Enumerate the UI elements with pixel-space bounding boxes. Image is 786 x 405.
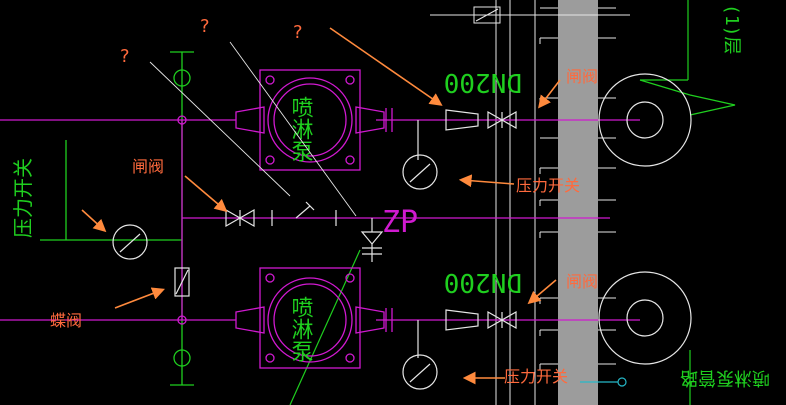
pressure-switch-vertical-label: 压力开关 bbox=[11, 158, 35, 238]
left-butterfly-valve bbox=[174, 267, 190, 297]
arrow-gate-top bbox=[538, 79, 561, 109]
green-right-structures bbox=[289, 0, 736, 405]
gate-valve-bottom-right-label: 闸阀 bbox=[566, 272, 598, 291]
gate-valve-top-right-label: 闸阀 bbox=[566, 67, 598, 86]
pump-top bbox=[235, 69, 393, 171]
arrow-butterfly bbox=[114, 287, 165, 309]
pressure-switch-bottom-label: 压力开关 bbox=[504, 367, 568, 386]
arrow-q3 bbox=[329, 27, 443, 106]
question-mark-2: ? bbox=[200, 16, 210, 37]
top-outlet-valves bbox=[402, 109, 517, 190]
pump-bottom-label: 喷淋泵 bbox=[288, 296, 314, 362]
question-mark-3: ? bbox=[293, 22, 303, 43]
annotation-arrows bbox=[81, 27, 561, 385]
cyan-connector bbox=[580, 377, 627, 387]
butterfly-valve-label: 蝶阀 bbox=[50, 311, 82, 330]
question-mark-1: ? bbox=[120, 46, 130, 67]
top-valve-diagonal bbox=[475, 8, 499, 22]
bottom-right-note: 喷淋泵管路 bbox=[680, 367, 770, 388]
gray-column-band bbox=[558, 0, 598, 405]
zp-label: ZP bbox=[382, 205, 418, 240]
arrow-gate-left bbox=[184, 175, 228, 213]
middle-line-valves bbox=[225, 201, 384, 262]
top-right-note: (1)层 bbox=[721, 4, 742, 55]
magenta-pipes bbox=[0, 115, 640, 325]
pump-bottom bbox=[235, 267, 393, 369]
vertical-guide-lines bbox=[495, 0, 536, 405]
arrow-pressure-left bbox=[81, 209, 107, 233]
right-tanks bbox=[598, 73, 692, 365]
top-valve-box bbox=[473, 6, 501, 24]
gate-valve-left-label: 闸阀 bbox=[132, 157, 164, 176]
left-pressure-switch bbox=[112, 224, 148, 260]
pressure-switch-top-label: 压力开关 bbox=[516, 176, 580, 195]
dn-top-label: DN200 bbox=[444, 67, 522, 97]
question-leader-lines bbox=[149, 41, 357, 217]
dn-bottom-label: DN200 bbox=[444, 267, 522, 297]
arrow-gate-bottom bbox=[527, 279, 557, 305]
arrow-pressure-top bbox=[458, 174, 515, 188]
bottom-outlet-valves bbox=[402, 309, 517, 390]
